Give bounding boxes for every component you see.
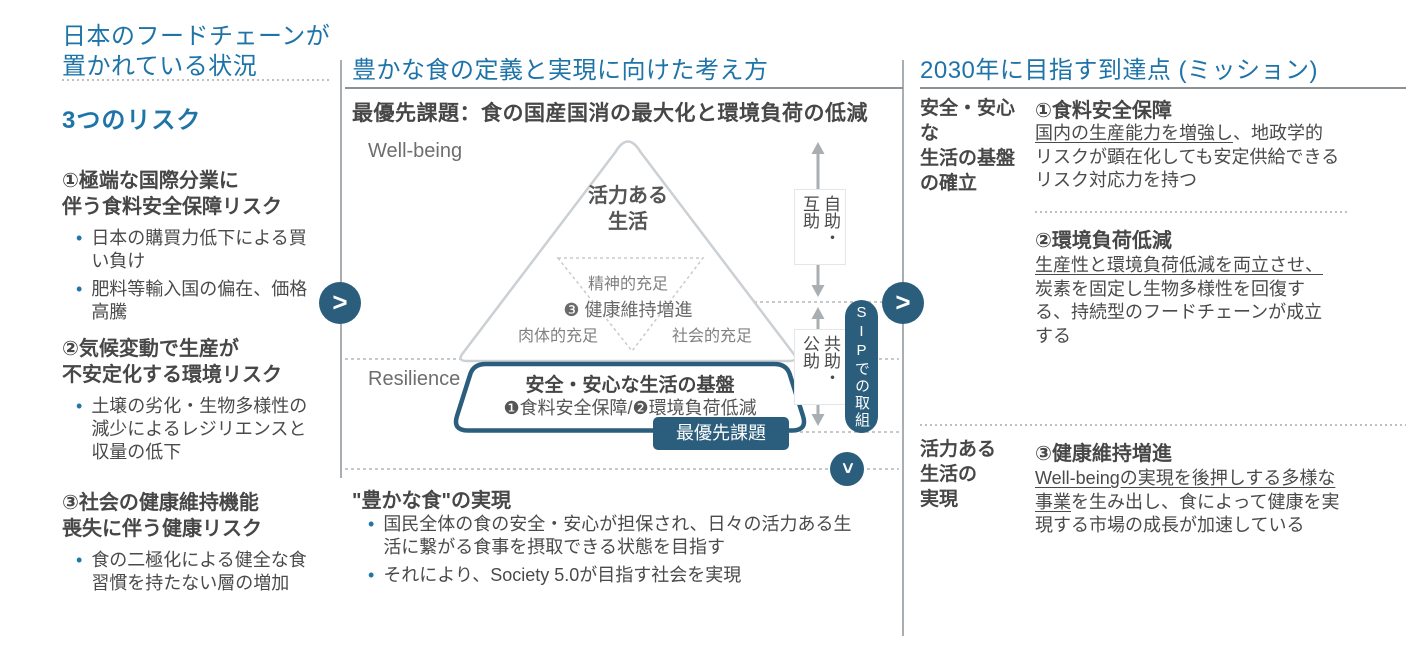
self-help-label: 自助・互助	[794, 189, 846, 265]
mission3-rest-text: を生み出し、食によって健康を実現する市場の成長が加速している	[1035, 491, 1340, 536]
sip-initiative-pill: SIPでの取組	[845, 300, 878, 433]
section1-side-label: 安全・安心な 生活の基盤 の確立	[920, 96, 1032, 196]
risk3-heading-line2: 喪失に伴う健康リスク	[62, 518, 262, 540]
bullet-dot-icon: •	[76, 279, 83, 299]
safety-base-trapezoid-shape	[453, 361, 807, 433]
wellbeing-label: Well-being	[368, 140, 463, 162]
priority-issue-heading: 最優先課題：食の国産国消の最大化と環境負荷の低減	[352, 102, 868, 125]
vital-life-label: 活力ある 生活	[558, 183, 698, 235]
physical-fulfillment-label: 肉体的充足	[517, 328, 598, 345]
side-label-line: 活力ある	[920, 439, 997, 460]
bullet-dot-icon: •	[368, 514, 375, 534]
mutual-help-label: 共助・公助	[794, 329, 846, 405]
bullet-text: 食の二極化による健全な食習慣を持たない層の増加	[91, 550, 307, 593]
mental-fulfillment-label: 精神的充足	[587, 276, 668, 293]
side-label-line: 実現	[920, 489, 959, 510]
risk1-heading-line2: 伴う食料安全保障リスク	[62, 196, 282, 218]
bullet-text: 日本の購買力低下による買い負け	[91, 228, 307, 271]
right-column-title: 2030年に目指す到達点 (ミッション)	[920, 57, 1319, 84]
mission3-heading: ③健康維持増進	[1035, 443, 1172, 465]
mission2-body: 生産性と環境負荷低減を両立させ、炭素を固定し生物多様性を回復する、持続型のフード…	[1035, 254, 1340, 348]
arrow-glyph: >	[332, 287, 348, 317]
mission3-underlined-text: Well-beingの実現を後押しする多様な事業	[1035, 468, 1336, 512]
left-column-title: 日本のフードチェーンが 置かれている状況	[62, 22, 330, 82]
side-label-line: 安全・安心な	[920, 98, 1016, 144]
three-risks-heading: 3つのリスク	[62, 107, 202, 134]
side-label-line: 生活の	[920, 464, 978, 485]
risk1-heading-line1: ①極端な国際分業に	[62, 170, 239, 192]
mission3-body: Well-beingの実現を後押しする多様な事業を生み出し、食によって健康を実現…	[1035, 467, 1350, 538]
sip-initiative-label: SIPでの取組	[853, 304, 870, 429]
side-label-line: 生活の基盤	[920, 148, 1016, 169]
chevron-down-icon: >	[830, 452, 864, 486]
bullet-dot-icon: •	[76, 550, 83, 570]
mission2-underlined-text: 生産性と環境負荷低減を両立させ、	[1035, 255, 1323, 275]
risk2-heading-line2: 不安定化する環境リスク	[62, 364, 282, 386]
mission1-heading: ①食料安全保障	[1035, 100, 1172, 122]
vital-life-line2: 生活	[608, 211, 648, 233]
arrow-right-icon: >	[319, 282, 361, 324]
risk3-heading: ③社会の健康維持機能 喪失に伴う健康リスク	[62, 490, 262, 542]
mission1-rest-text: 、地政学的リスクが顕在化しても安定供給できるリスク対応力を持つ	[1035, 123, 1340, 190]
resilience-label: Resilience	[368, 368, 461, 390]
list-item: • 日本の購買力低下による買い負け	[76, 227, 324, 273]
side-label-line: の確立	[920, 173, 978, 194]
mission2-rest-text: 炭素を固定し生物多様性を回復する、持続型のフードチェーンが成立する	[1035, 278, 1323, 346]
bullet-text: 国民全体の食の安全・安心が担保され、日々の活力ある生活に繋がる食事を摂取できる状…	[383, 514, 852, 557]
safety-base-title: 安全・安心な生活の基盤	[525, 375, 735, 396]
rich-food-realization-heading: "豊かな食"の実現	[352, 490, 511, 512]
mission1-underlined-text: 国内の生産能力を増強し	[1035, 123, 1233, 143]
safety-base-subtitle: ❶食料安全保障/❷環境負荷低減	[503, 398, 757, 418]
chevron-glyph: >	[836, 462, 858, 474]
list-item: • それにより、Society 5.0が目指す社会を実現	[368, 564, 858, 587]
left-title-line2: 置かれている状況	[62, 53, 258, 80]
bullet-dot-icon: •	[76, 228, 83, 248]
arrow-glyph: >	[895, 287, 911, 317]
risk1-bullets: • 日本の購買力低下による買い負け • 肥料等輸入国の偏在、価格高騰	[76, 227, 324, 324]
bullet-text: 土壌の劣化・生物多様性の減少によるレジリエンスと収量の低下	[91, 396, 308, 462]
section2-side-label: 活力ある 生活の 実現	[920, 437, 1032, 512]
realization-bullets: • 国民全体の食の安全・安心が担保され、日々の活力ある生活に繋がる食事を摂取でき…	[368, 513, 858, 587]
bullet-dot-icon: •	[76, 396, 83, 416]
list-item: • 国民全体の食の安全・安心が担保され、日々の活力ある生活に繋がる食事を摂取でき…	[368, 513, 858, 559]
middle-column-title: 豊かな食の定義と実現に向けた考え方	[352, 57, 769, 84]
risk3-heading-line1: ③社会の健康維持機能	[62, 492, 259, 514]
risk2-heading: ②気候変動で生産が 不安定化する環境リスク	[62, 336, 282, 388]
risk3-bullets: • 食の二極化による健全な食習慣を持たない層の増加	[76, 549, 324, 595]
mission1-body: 国内の生産能力を増強し、地政学的リスクが顕在化しても安定供給できるリスク対応力を…	[1035, 122, 1340, 193]
bullet-dot-icon: •	[368, 565, 375, 585]
social-fulfillment-label: 社会的充足	[671, 328, 752, 345]
arrow-right-icon: >	[882, 282, 924, 324]
fulfillment-dashed-diamond	[556, 257, 705, 353]
risk2-heading-line1: ②気候変動で生産が	[62, 338, 239, 360]
list-item: • 土壌の劣化・生物多様性の減少によるレジリエンスと収量の低下	[76, 395, 324, 464]
priority-badge: 最優先課題	[653, 417, 789, 450]
risk1-heading: ①極端な国際分業に 伴う食料安全保障リスク	[62, 168, 282, 220]
vital-life-line1: 活力ある	[588, 185, 668, 207]
list-item: • 肥料等輸入国の偏在、価格高騰	[76, 278, 324, 324]
risk2-bullets: • 土壌の劣化・生物多様性の減少によるレジリエンスと収量の低下	[76, 395, 324, 464]
bullet-text: 肥料等輸入国の偏在、価格高騰	[91, 279, 308, 322]
list-item: • 食の二極化による健全な食習慣を持たない層の増加	[76, 549, 324, 595]
bullet-text: それにより、Society 5.0が目指す社会を実現	[383, 565, 742, 585]
mission2-heading: ②環境負荷低減	[1035, 230, 1172, 252]
left-title-line1: 日本のフードチェーンが	[62, 23, 331, 50]
health-maintenance-label: ❸ 健康維持増進	[563, 300, 693, 320]
